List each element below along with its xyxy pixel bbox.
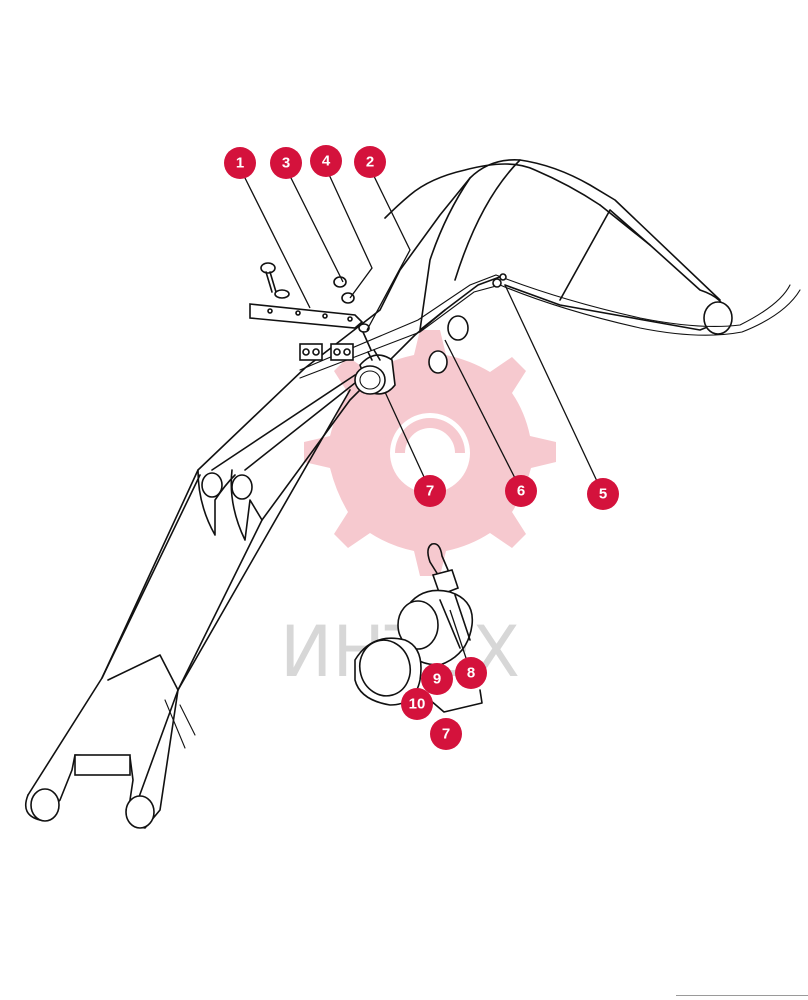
- boom-side-inner: [454, 159, 521, 281]
- nut-4: [341, 292, 355, 304]
- leader-1: [239, 167, 311, 309]
- callout-4[interactable]: 4: [310, 145, 342, 177]
- work-lamp-exploded: [354, 542, 483, 713]
- work-lamp-mounted: [354, 349, 396, 395]
- lamp-lens-exploded: [397, 600, 439, 650]
- boom-head: [504, 204, 727, 331]
- boom-mid-edge: [107, 654, 179, 691]
- boom-side-curve: [419, 177, 471, 331]
- leader-2: [366, 167, 411, 331]
- leader-3: [285, 167, 344, 283]
- hose-clamp: [492, 278, 502, 288]
- fork-cross-plate: [74, 754, 131, 776]
- bolt-shank: [265, 271, 277, 293]
- clamp-block-right: [330, 343, 354, 361]
- lamp-housing-edge: [439, 594, 471, 649]
- bracket-hole-2: [295, 310, 301, 316]
- callout-7a-label: 7: [426, 483, 434, 500]
- lug-pin-right: [231, 474, 253, 500]
- callout-6[interactable]: 6: [505, 475, 537, 507]
- callout-5[interactable]: 5: [587, 478, 619, 510]
- boom-head-face: [559, 209, 651, 301]
- callout-7-lower[interactable]: 7: [430, 718, 462, 750]
- clamp-hole-1: [302, 348, 310, 356]
- bracket-hole-3: [322, 313, 328, 319]
- boom-top-curve: [384, 163, 601, 219]
- callout-1[interactable]: 1: [224, 147, 256, 179]
- hose-line-lower: [299, 284, 801, 379]
- boom-shading: [164, 699, 196, 749]
- bolt-washer: [274, 289, 290, 299]
- boom-arm: [24, 159, 801, 829]
- lamp-stem-mounted: [367, 349, 381, 361]
- lamp-wire-hook: [427, 542, 449, 579]
- callout-5-label: 5: [599, 486, 607, 503]
- callout-8[interactable]: 8: [455, 657, 487, 689]
- lug-linkage: [211, 374, 356, 471]
- callout-7-upper[interactable]: 7: [414, 475, 446, 507]
- lug-pin-left: [201, 472, 223, 498]
- clamp-hole-4: [343, 348, 351, 356]
- bracket-plate: [249, 303, 364, 329]
- boom-pin-upper: [447, 315, 469, 341]
- callouts: 1 3 4 2 7 6 5 8: [224, 145, 619, 750]
- hose-clamp-2: [499, 273, 507, 281]
- lamp-bracket: [431, 569, 459, 597]
- nut-3: [333, 276, 347, 288]
- callout-4-label: 4: [322, 153, 331, 170]
- hose-line-upper: [299, 274, 791, 371]
- callout-7b-label: 7: [442, 726, 450, 743]
- leader-6: [444, 339, 522, 491]
- watermark-gear-swoosh: [395, 418, 465, 453]
- watermark-gear-bar-3: [354, 462, 391, 487]
- leader-lines: [239, 167, 604, 671]
- screw-head: [358, 323, 370, 333]
- callout-9-label: 9: [433, 671, 441, 688]
- bolt-head: [260, 262, 276, 274]
- group-bracket-7: [429, 689, 483, 713]
- boom-outer-edge: [27, 159, 721, 796]
- boom-lug-left: [197, 469, 236, 536]
- callout-1-label: 1: [236, 155, 244, 172]
- leader-7a: [384, 391, 431, 491]
- boom-pin-lower: [428, 350, 448, 374]
- watermark-gear-bar-1: [359, 414, 391, 436]
- callout-3-label: 3: [282, 155, 290, 172]
- boom-lug-right: [230, 469, 263, 541]
- leader-5: [504, 284, 604, 495]
- callout-10[interactable]: 10: [401, 688, 433, 720]
- callout-3[interactable]: 3: [270, 147, 302, 179]
- fork-pin-right: [125, 795, 155, 829]
- clamp-hole-2: [312, 348, 320, 356]
- callout-8-label: 8: [467, 665, 475, 682]
- callout-2-label: 2: [366, 154, 374, 171]
- bracket-hole-1: [267, 308, 273, 314]
- leader-4: [325, 167, 373, 299]
- clamp-hole-3: [333, 348, 341, 356]
- bracket-hole-4: [347, 316, 353, 322]
- lamp-lens-mounted: [354, 365, 386, 395]
- lamp-ring-10: [354, 637, 422, 706]
- lamp-ring-inner: [358, 639, 412, 697]
- boom-face-line: [101, 389, 351, 691]
- callout-2[interactable]: 2: [354, 146, 386, 178]
- callout-10-label: 10: [409, 696, 426, 713]
- bracket-assembly: [249, 262, 372, 361]
- screw-shank: [362, 331, 372, 351]
- boom-head-pin: [703, 301, 733, 335]
- callout-6-label: 6: [517, 483, 525, 500]
- watermark-gear-bar-2: [349, 437, 391, 463]
- callout-9[interactable]: 9: [421, 663, 453, 695]
- clamp-block-left: [299, 343, 323, 361]
- lamp-lens-inner: [359, 370, 381, 390]
- footer-rule: [676, 995, 808, 996]
- fork-pin-left: [30, 788, 60, 822]
